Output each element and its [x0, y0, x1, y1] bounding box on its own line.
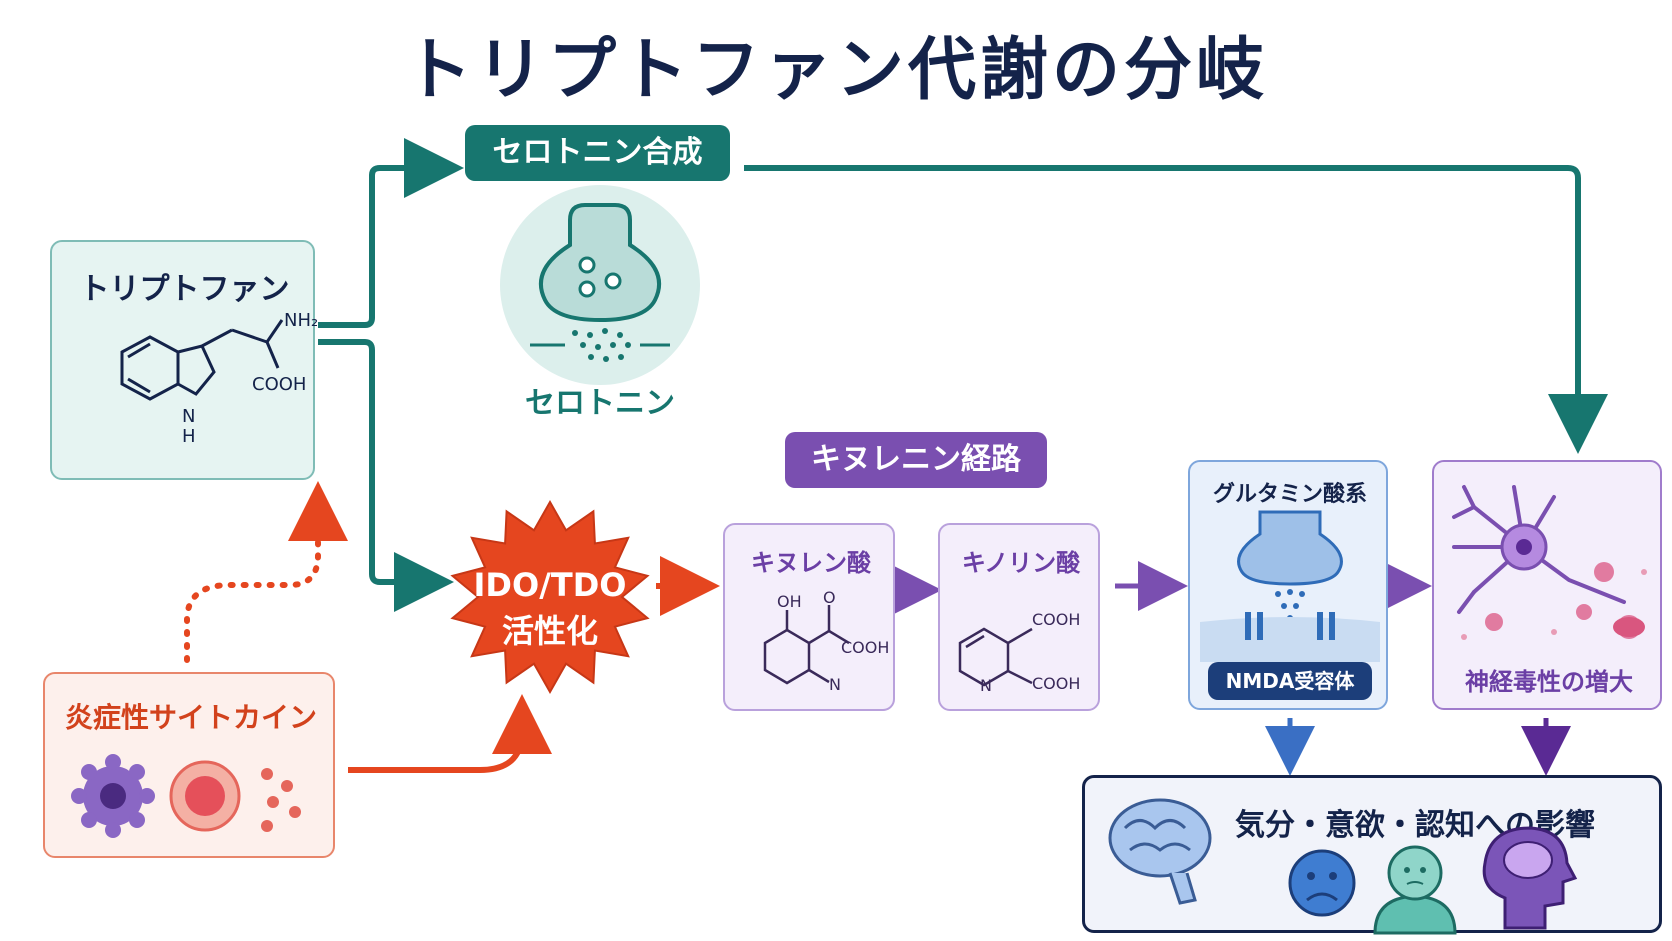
serotonin-label: セロトニン	[525, 386, 675, 421]
synapse-icon	[500, 185, 700, 385]
kynurenic-box: キヌレン酸 OH O COOH N	[723, 523, 895, 711]
arrow-to-serotonin	[318, 138, 464, 328]
ido-line1: IDO/TDO	[473, 566, 627, 604]
nmda-receptor-label: NMDA受容体	[1208, 662, 1372, 700]
quinolinic-cooh2: COOH	[1032, 674, 1080, 693]
quinolinic-n: N	[980, 676, 992, 695]
tryptophan-structure: NH₂ COOH H N	[120, 310, 317, 447]
nmda-synapse-icon	[1200, 510, 1380, 662]
sad-face-icon	[1288, 849, 1356, 917]
cytokine-label: 炎症性サイトカイン	[64, 701, 317, 734]
neuro-label: 神経毒性の増大	[1465, 668, 1633, 696]
worried-person-icon	[1373, 845, 1457, 935]
quinolinic-structure: COOH COOH N	[958, 610, 1080, 695]
ido-line2: 活性化	[501, 612, 598, 650]
serotonin-synthesis-label: セロトニン合成	[465, 125, 730, 181]
arrow-cytokine-to-tryptophan	[184, 481, 348, 663]
page-title: トリプトファン代謝の分岐	[403, 31, 1268, 110]
neuro-box: 神経毒性の増大	[1432, 460, 1662, 710]
quinolinic-cooh1: COOH	[1032, 610, 1080, 629]
red-cell-icon	[169, 760, 241, 832]
effects-icons	[1108, 798, 1578, 935]
neuron-icon	[1452, 485, 1647, 640]
kynurenic-oh: OH	[777, 592, 802, 611]
kynurenic-n: N	[829, 675, 841, 694]
quinolinic-label: キノリン酸	[961, 549, 1081, 577]
immune-cell-icon	[71, 754, 155, 838]
cytokine-cells	[71, 754, 301, 838]
tryptophan-box: トリプトファン NH₂ COOH H N	[50, 240, 317, 480]
kynurenic-label: キヌレン酸	[751, 549, 871, 577]
glutamate-label: グルタミン酸系	[1212, 482, 1367, 507]
effects-box: 気分・意欲・認知への影響	[1082, 775, 1662, 935]
tryptophan-cooh: COOH	[252, 374, 306, 395]
glutamate-box: グルタミン酸系 NMDA受容体	[1188, 460, 1388, 710]
ido-starburst	[450, 499, 650, 695]
brain-icon	[1108, 798, 1212, 905]
cytokine-dots-icon	[261, 768, 301, 832]
tryptophan-nh: H	[182, 426, 196, 447]
arrow-serotonin-to-neuro	[744, 165, 1608, 454]
svg-text:N: N	[182, 406, 195, 427]
tryptophan-nh2: NH₂	[284, 310, 317, 331]
cytokine-box: 炎症性サイトカイン	[43, 672, 335, 858]
kynurenine-pathway-label: キヌレニン経路	[785, 432, 1047, 488]
kynurenic-o: O	[823, 588, 836, 607]
arrow-to-ido	[318, 339, 454, 612]
head-brain-icon	[1482, 826, 1578, 930]
tryptophan-label: トリプトファン	[79, 272, 290, 307]
quinolinic-box: キノリン酸 COOH COOH N	[938, 523, 1100, 711]
kynurenic-cooh: COOH	[841, 638, 889, 657]
kynurenic-structure: OH O COOH N	[763, 588, 889, 694]
arrow-cytokine-to-ido	[348, 694, 552, 773]
